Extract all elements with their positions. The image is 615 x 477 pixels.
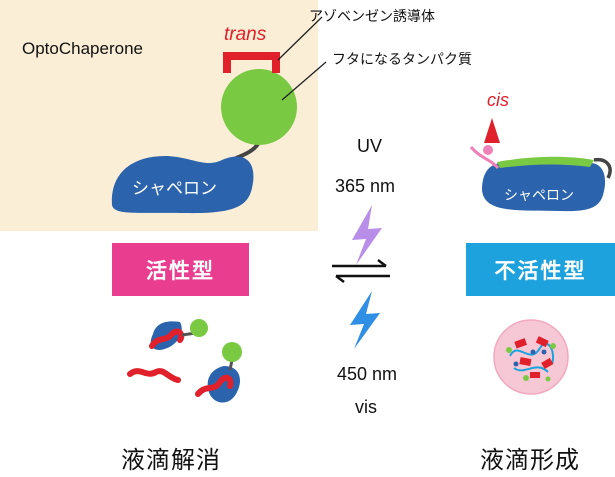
- chaperone-label-inactive: シャペロン: [504, 188, 574, 204]
- result-right-label: 液滴形成: [480, 446, 580, 474]
- cis-link-dot: [483, 145, 493, 155]
- uv-label: UV: [357, 136, 383, 156]
- vis-wavelength-label: 450 nm: [337, 364, 398, 384]
- cis-label: cis: [487, 90, 509, 110]
- left-lid-protein: [221, 69, 297, 145]
- inactive-state-badge: 不活性型: [466, 243, 615, 296]
- client-chaperone-3: [207, 366, 240, 403]
- droplet: [494, 320, 568, 394]
- right-linker: [593, 157, 612, 179]
- client-lid-3: [222, 342, 242, 362]
- uv-wavelength-label: 365 nm: [335, 176, 396, 196]
- client-protein-1: [149, 328, 185, 349]
- uv-bolt: [352, 205, 382, 265]
- cis-linker: [469, 146, 500, 169]
- client-lid-1: [190, 319, 208, 337]
- azobenzene-label: アゾベンゼン誘導体: [309, 9, 435, 25]
- cis-azobenzene: [484, 118, 500, 143]
- chaperone-label-active: シャペロン: [132, 179, 217, 199]
- active-state-badge: 活性型: [112, 243, 249, 296]
- client-protein-2: [127, 368, 181, 383]
- droplet-contents: [506, 336, 556, 382]
- vis-bolt: [350, 291, 380, 349]
- trans-label: trans: [224, 24, 267, 45]
- vis-label: vis: [355, 397, 377, 417]
- right-lid-protein: [497, 156, 594, 168]
- right-chaperone-body: [482, 162, 606, 212]
- leader-line-lid: [281, 61, 327, 101]
- leader-line-azobenzene: [277, 16, 323, 61]
- lid-protein-label: フタになるタンパク質: [332, 52, 472, 68]
- result-left-label: 液滴解消: [121, 446, 221, 474]
- left-chaperone-body: [111, 155, 254, 214]
- trans-azobenzene: [223, 52, 280, 73]
- diagram-title: OptoChaperone: [22, 39, 143, 58]
- client-protein-3: [195, 374, 234, 397]
